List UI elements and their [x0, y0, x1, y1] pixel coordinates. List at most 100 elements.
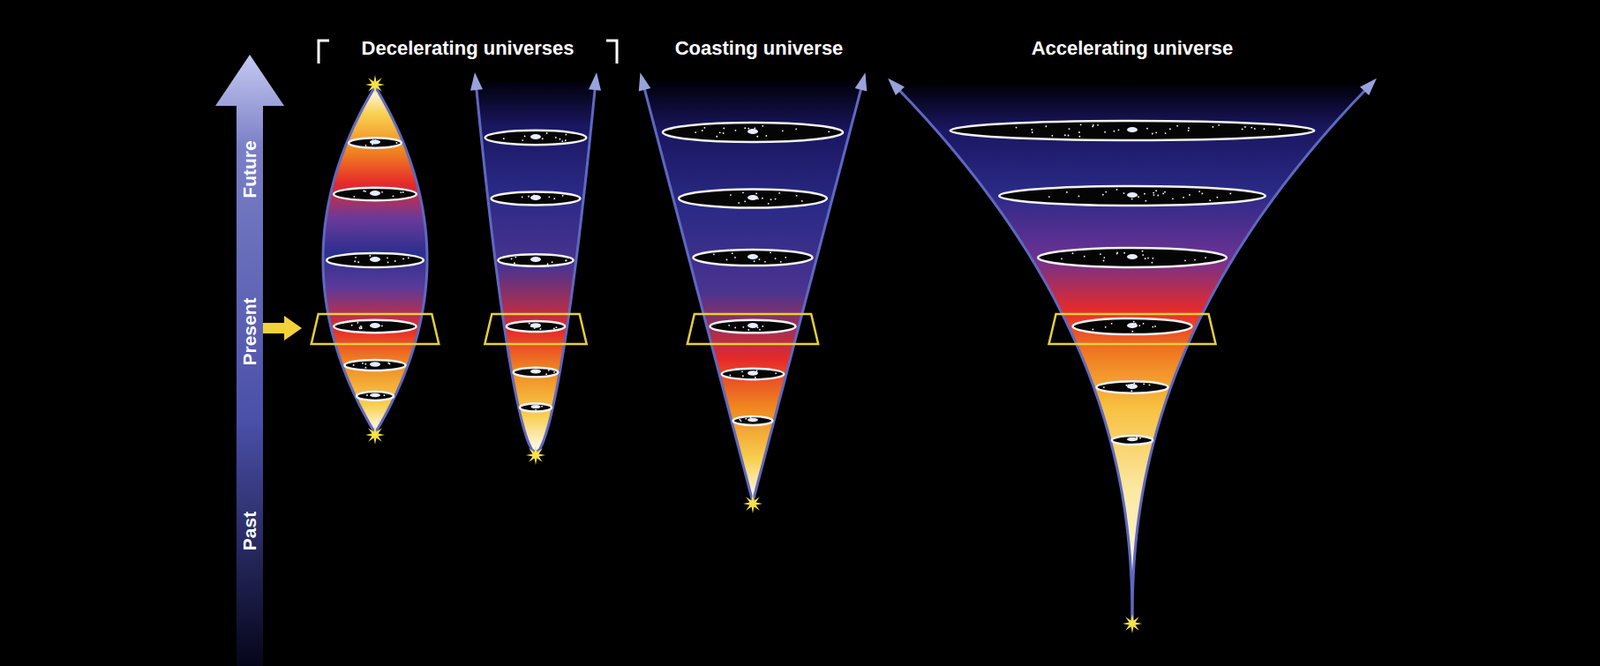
galaxy-dot [1142, 383, 1145, 385]
time-arrow-head [215, 54, 285, 106]
disk-ellipse [733, 416, 774, 426]
disk-ellipse [333, 320, 417, 333]
galaxy-dot [1092, 124, 1095, 127]
disk-ellipse [710, 320, 797, 334]
galaxy-dot [769, 251, 772, 254]
galaxy-disk [333, 320, 417, 333]
galaxy-core [1126, 323, 1138, 329]
galaxy-dot [1104, 191, 1107, 194]
galaxy-dot [383, 394, 386, 397]
time-arrow [215, 54, 285, 666]
disk-ellipse [662, 122, 843, 143]
galaxy-dot [510, 258, 513, 261]
galaxy-dot [524, 135, 526, 138]
galaxy-dot [728, 324, 730, 327]
galaxy-dot [767, 202, 770, 205]
galaxy-dot [795, 127, 797, 130]
disk-ellipse [497, 254, 573, 267]
galaxy-dot [758, 329, 761, 331]
galaxy-disk [733, 416, 774, 426]
galaxy-dot [1102, 194, 1105, 196]
galaxy-dot [1030, 128, 1033, 131]
galaxy-dot [528, 323, 531, 325]
galaxy-dot [540, 405, 543, 408]
galaxy-dot [361, 362, 364, 365]
galaxy-dot [1244, 126, 1247, 128]
galaxy-dot [1162, 193, 1165, 196]
galaxy-dot [1116, 251, 1119, 254]
galaxy-dot [754, 376, 757, 379]
galaxy-dot [559, 138, 562, 141]
galaxy-dot [753, 260, 756, 263]
galaxy-dot [534, 409, 537, 412]
galaxy-dot [548, 195, 550, 198]
galaxy-core [1126, 383, 1138, 390]
galaxy-dot [1216, 196, 1218, 199]
galaxy-dot [1123, 252, 1126, 255]
galaxy-dot [761, 197, 764, 200]
time-arrow-shaft [236, 104, 263, 666]
galaxy-dot [1187, 127, 1190, 129]
universe-body [323, 86, 428, 434]
expansion-arrowhead [855, 72, 868, 91]
time-label: Past [239, 511, 260, 551]
disk-ellipse [678, 188, 827, 208]
model-title: Accelerating universe [1031, 37, 1234, 60]
galaxy-disk [513, 368, 559, 378]
universe-shape [887, 78, 1377, 634]
galaxy-dot [1155, 131, 1157, 134]
disk-ellipse [356, 391, 394, 401]
galaxy-dot [694, 131, 697, 134]
galaxy-disk [950, 120, 1315, 141]
galaxy-dot [1155, 189, 1157, 192]
galaxy-dot [781, 129, 784, 132]
expansion-arrowhead [638, 72, 652, 91]
galaxy-dot [353, 195, 355, 198]
galaxy-dot [1149, 383, 1151, 386]
galaxy-dot [747, 127, 750, 130]
galaxy-disk [356, 391, 394, 401]
galaxy-dot [541, 137, 544, 140]
galaxy-dot [359, 328, 361, 331]
galaxy-dot [1060, 257, 1063, 260]
galaxy-dot [1096, 124, 1099, 127]
galaxy-core [747, 128, 759, 135]
galaxy-dot [555, 326, 558, 329]
galaxy-core [1126, 192, 1138, 198]
galaxy-disk [1037, 247, 1227, 268]
expansion-arrowhead [887, 78, 905, 96]
galaxy-dot [1123, 192, 1126, 195]
galaxy-dot [1133, 321, 1135, 324]
galaxy-dot [1169, 127, 1172, 130]
galaxy-dot [1137, 195, 1140, 198]
galaxy-dot [1103, 386, 1105, 389]
galaxy-dot [1154, 325, 1157, 328]
big-bang-star [365, 425, 385, 445]
galaxy-dot [394, 260, 397, 263]
galaxy-dot [521, 195, 524, 198]
galaxy-core [747, 195, 759, 201]
galaxy-dot [555, 136, 557, 139]
galaxy-dot [738, 419, 741, 421]
galaxy-dot [784, 256, 787, 259]
disk-ellipse [721, 368, 785, 380]
galaxy-disk [485, 130, 587, 145]
galaxy-dot [735, 129, 737, 132]
galaxy-dot [1130, 390, 1133, 392]
galaxy-dot [362, 190, 365, 193]
galaxy-dot [778, 192, 781, 195]
expansion-arrowhead [470, 72, 483, 91]
galaxy-disk [497, 254, 573, 267]
disk-ellipse [333, 187, 417, 201]
galaxy-dot [402, 191, 405, 194]
disk-ellipse [1073, 318, 1193, 335]
galaxy-disk [348, 137, 402, 148]
galaxy-dot [564, 139, 567, 142]
galaxy-dot [764, 261, 767, 263]
big-crunch-star [365, 75, 385, 95]
galaxy-core [1126, 437, 1138, 443]
galaxy-dot [1116, 188, 1119, 191]
present-marker-arrow [262, 315, 302, 341]
galaxy-dot [527, 195, 530, 198]
